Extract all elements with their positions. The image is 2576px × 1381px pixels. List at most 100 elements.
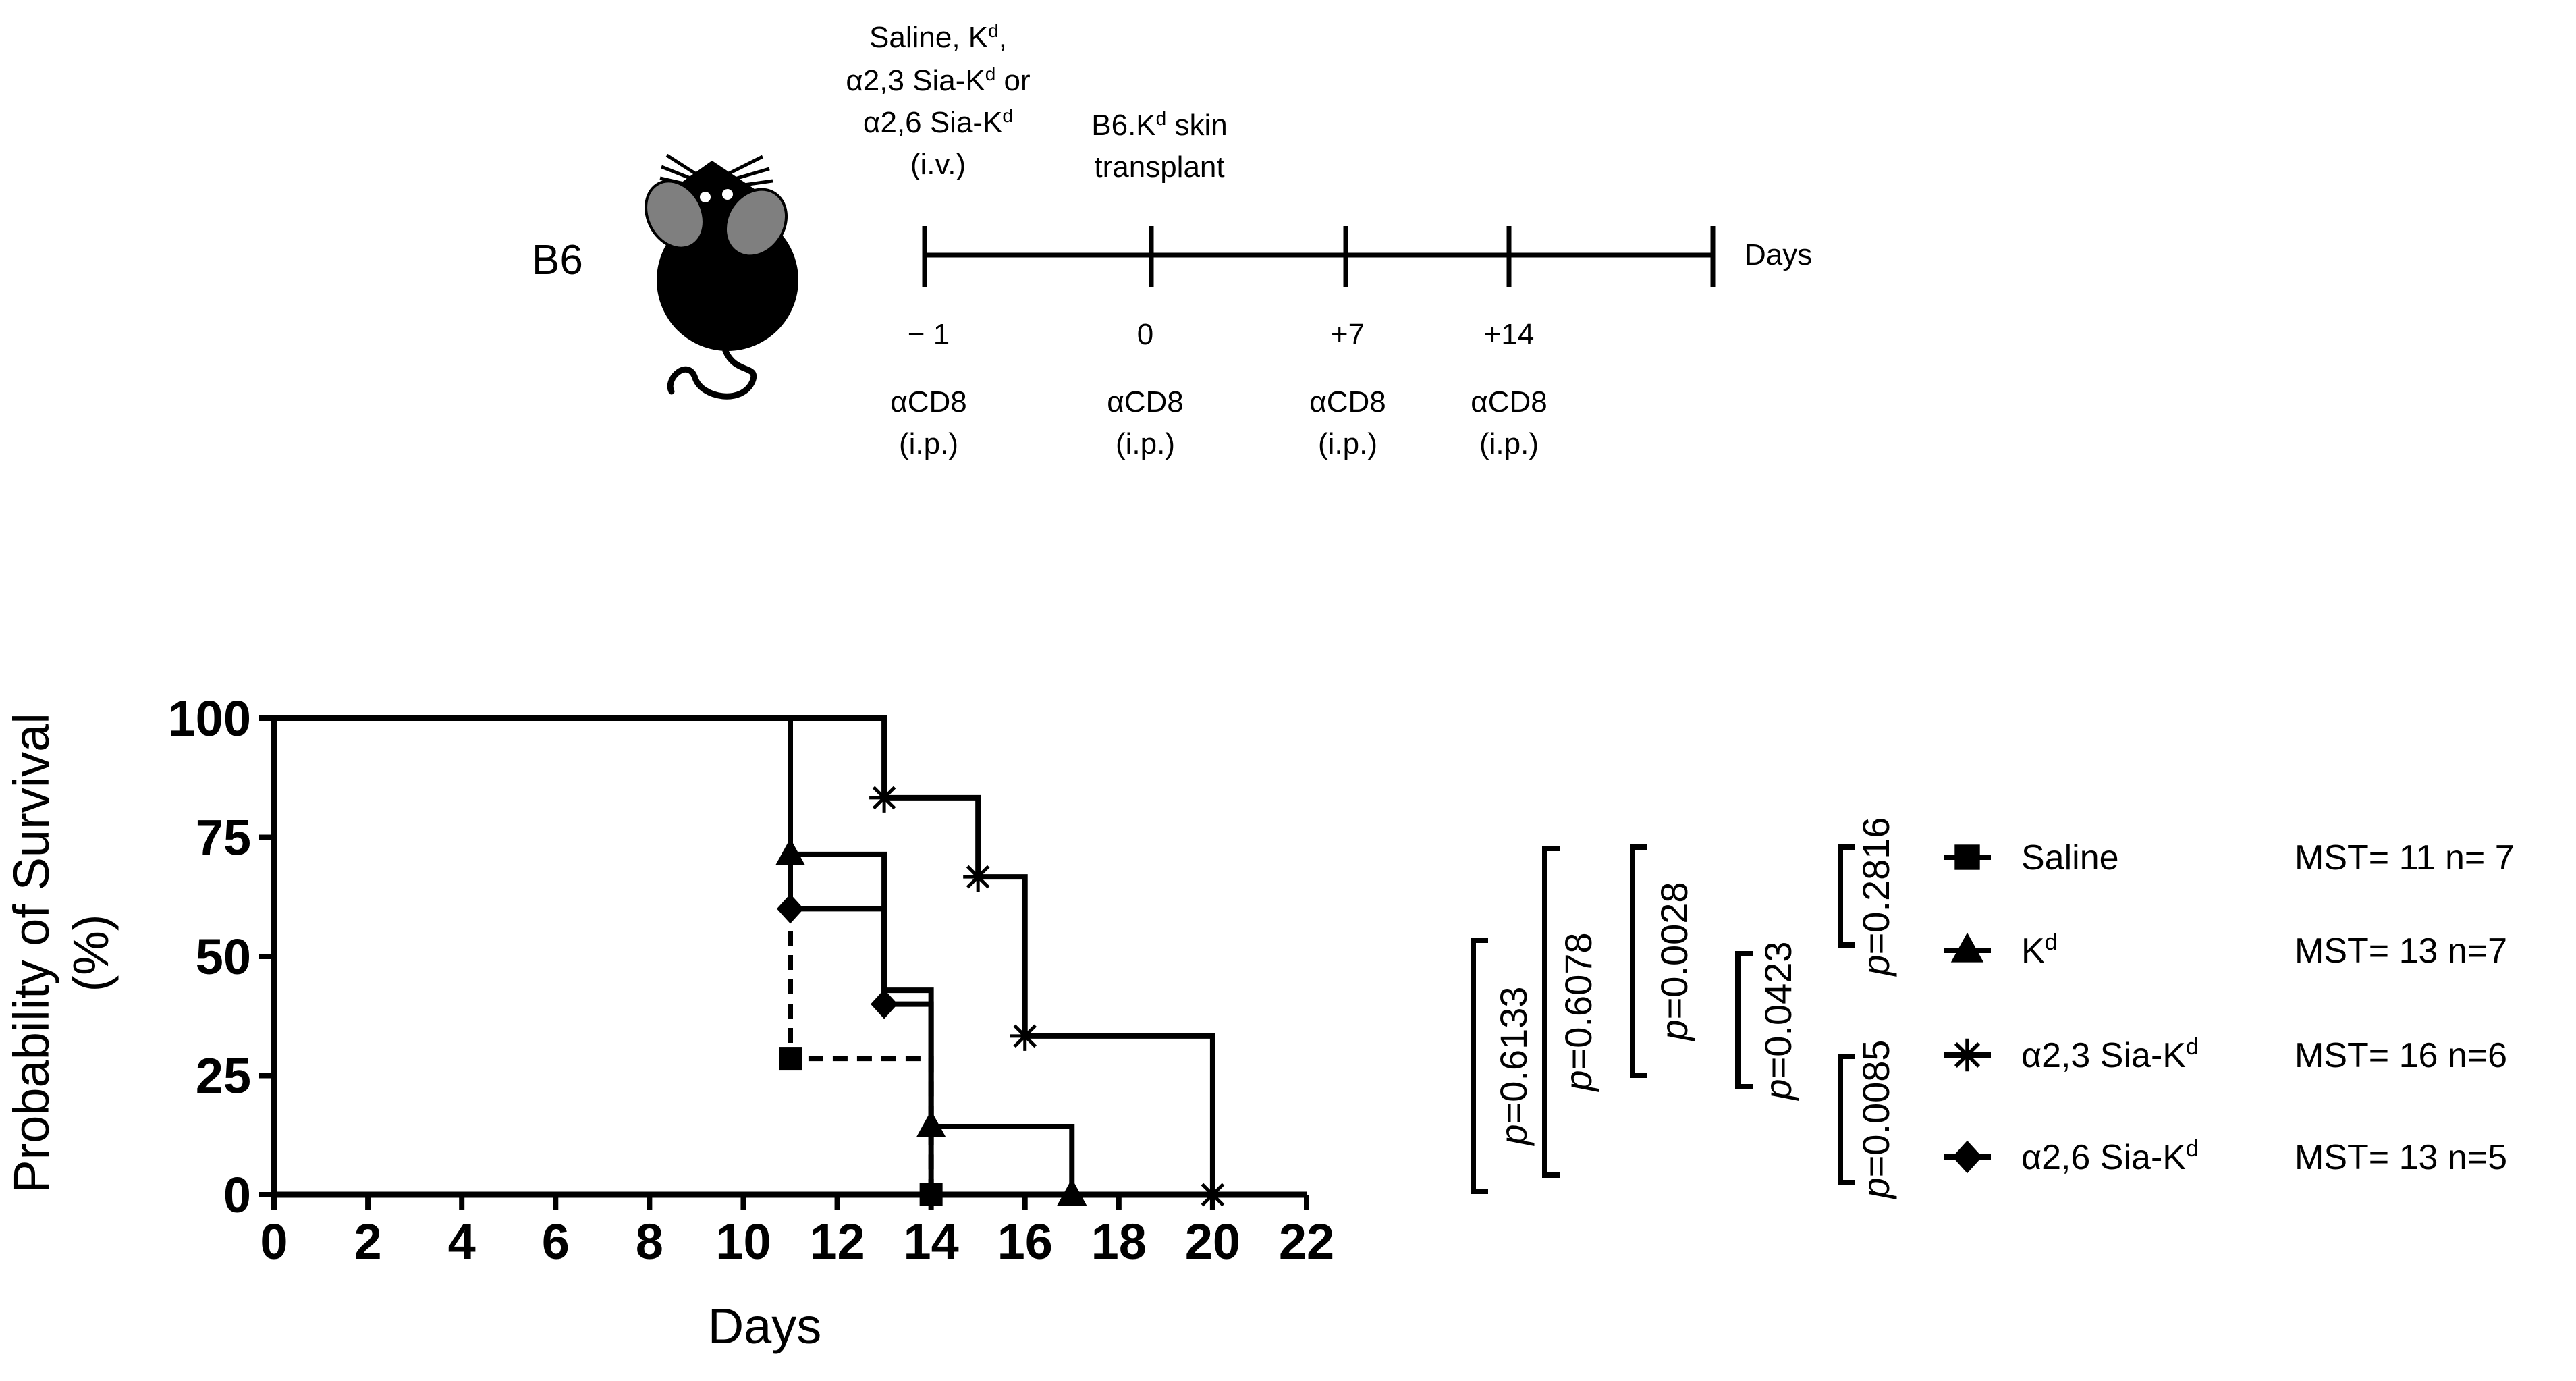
pvalue-label: p=0.2816: [1855, 817, 1897, 977]
y-tick-label: 75: [196, 810, 251, 866]
tick-route-minus1: (i.p.): [899, 427, 958, 460]
legend-item: Kd MST= 13 n=7: [1944, 929, 2507, 971]
tick-antibody-7: αCD8: [1309, 385, 1386, 418]
legend-sup: d: [2186, 1034, 2199, 1060]
pvalue-bracket: [1838, 1054, 1855, 1185]
transplant-line-2: transplant: [1094, 151, 1224, 184]
x-tick-label: 16: [997, 1214, 1053, 1270]
square-marker: [1954, 844, 1980, 870]
pvalue-p: p: [1855, 1177, 1897, 1199]
legend-sup: d: [2186, 1136, 2199, 1162]
treatment-line-1a: Saline, K: [869, 21, 988, 54]
legend-name: α2,3 Sia-K: [2021, 1036, 2186, 1075]
timeline-schematic: B6 Saline, Kd, α2,3: [532, 20, 1812, 461]
x-tick-label: 6: [542, 1214, 570, 1270]
legend-name: K: [2021, 931, 2045, 971]
x-tick-label: 10: [715, 1214, 771, 1270]
square-marker: [779, 1047, 802, 1071]
diamond-marker: [777, 894, 804, 924]
pvalue-bracket: [1542, 846, 1560, 1178]
svg-text:α2,3 Sia-Kd or: α2,3 Sia-Kd or: [846, 63, 1030, 98]
x-axis-title: Days: [708, 1298, 822, 1354]
y-axis-title-line-2: (%): [63, 914, 119, 992]
svg-text:B6.Kd skin: B6.Kd skin: [1091, 108, 1227, 142]
pvalue-value: =0.0423: [1757, 941, 1799, 1079]
timeline-axis: [922, 226, 1716, 287]
asterisk-marker: [1010, 1021, 1040, 1051]
x-tick-label: 0: [260, 1214, 287, 1270]
transplant-label: B6.Kd skin transplant: [1091, 108, 1227, 184]
pvalue-bracket: [1735, 951, 1753, 1089]
legend-label: Kd: [2021, 929, 2058, 971]
tick-route-0: (i.p.): [1116, 427, 1175, 460]
y-axis-title: Probability of Survival (%): [3, 713, 119, 1193]
tick-day-0: 0: [1137, 318, 1153, 351]
pvalue-value: =0.6078: [1557, 932, 1599, 1070]
legend-label: α2,3 Sia-Kd: [2021, 1034, 2199, 1075]
asterisk-marker: [963, 862, 993, 892]
treatment-line-3a: α2,6 Sia-K: [863, 106, 1002, 139]
tick-day-14: +14: [1484, 318, 1535, 351]
svg-text:Saline, Kd,: Saline, Kd,: [869, 20, 1007, 55]
pvalue-label: p=0.0028: [1653, 882, 1695, 1041]
tick-route-14: (i.p.): [1479, 427, 1539, 460]
treatment-sup-3: d: [1002, 105, 1013, 126]
legend-sup: d: [2045, 929, 2058, 955]
pvalue-p: p: [1653, 1019, 1695, 1041]
pvalue-p: p: [1757, 1079, 1799, 1101]
pvalue-p: p: [1492, 1124, 1535, 1146]
pvalue-bracket: [1630, 844, 1647, 1078]
triangle-marker: [1950, 932, 1984, 963]
legend-item: α2,6 Sia-Kd MST= 13 n=5: [1944, 1136, 2507, 1177]
timeline-days-label: Days: [1745, 238, 1812, 271]
legend-mst: MST= 13 n=5: [2295, 1138, 2507, 1177]
x-tick-label: 20: [1185, 1214, 1240, 1270]
square-marker: [919, 1183, 943, 1206]
y-axis-title-line-1: Probability of Survival: [3, 713, 59, 1193]
legend-mst: MST= 11 n= 7: [2295, 838, 2515, 877]
series-markers: [775, 782, 1228, 1210]
pvalue-bracket: [1838, 844, 1855, 948]
pvalue-label: p=0.0085: [1855, 1039, 1897, 1199]
tick-route-7: (i.p.): [1318, 427, 1377, 460]
strain-label: B6: [532, 237, 583, 283]
timeline-ticks: − 1 αCD8 (i.p.) 0 αCD8 (i.p.) +7 αCD8 (i…: [890, 318, 1547, 460]
y-tick-label: 50: [196, 929, 251, 985]
x-tick-label: 22: [1279, 1214, 1334, 1270]
legend-mst: MST= 16 n=6: [2295, 1036, 2507, 1075]
y-tick-label: 0: [223, 1167, 251, 1223]
treatment-line-2b: or: [995, 64, 1030, 97]
pvalue-label: p=0.0423: [1757, 941, 1799, 1101]
legend-name: α2,6 Sia-K: [2021, 1138, 2186, 1177]
tick-day-minus1: − 1: [908, 318, 950, 351]
x-tick-label: 4: [448, 1214, 476, 1270]
legend-item: Saline MST= 11 n= 7: [1944, 838, 2515, 877]
pvalue-label: p=0.6133: [1492, 986, 1535, 1146]
tick-day-7: +7: [1331, 318, 1365, 351]
svg-text:α2,6 Sia-Kd: α2,6 Sia-Kd: [863, 105, 1013, 140]
x-tick-label: 2: [354, 1214, 382, 1270]
series-line: [274, 715, 1215, 1195]
legend-item: α2,3 Sia-Kd MST= 16 n=6: [1944, 1034, 2507, 1075]
treatment-label: Saline, Kd, α2,3 Sia-Kd or α2,6 Sia-Kd (…: [846, 20, 1030, 182]
legend-label: Saline: [2021, 838, 2119, 877]
y-tick-label: 100: [168, 690, 251, 747]
diamond-marker: [871, 989, 898, 1019]
series-line: [274, 715, 934, 1195]
treatment-sup-2: d: [985, 63, 996, 84]
triangle-marker: [1057, 1179, 1087, 1206]
pvalue-value: =0.2816: [1855, 817, 1897, 954]
pvalue-p: p: [1855, 954, 1897, 977]
transplant-line-1a: B6.K: [1091, 109, 1155, 142]
x-tick-label: 8: [636, 1214, 663, 1270]
tick-antibody-0: αCD8: [1107, 385, 1183, 418]
series-line: [274, 715, 1075, 1195]
legend-mst: MST= 13 n=7: [2295, 931, 2507, 971]
triangle-marker: [775, 838, 805, 865]
transplant-sup: d: [1156, 108, 1167, 129]
y-tick-label: 25: [196, 1048, 251, 1104]
